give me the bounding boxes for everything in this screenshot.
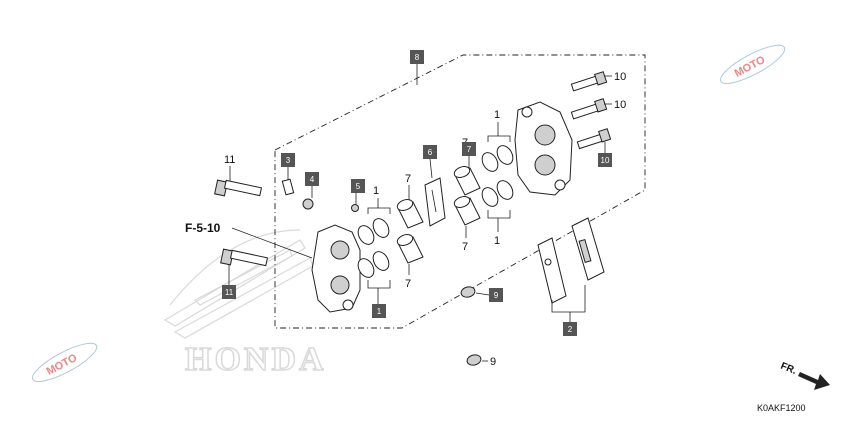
moto-watermark-bottom-text: MOTO [45, 352, 80, 378]
callout-10-bottom[interactable]: 10 [598, 153, 612, 167]
callout-10-middle[interactable]: 10 [614, 99, 626, 111]
svg-text:1: 1 [377, 307, 382, 316]
callout-3[interactable]: 3 [281, 153, 295, 167]
svg-text:4: 4 [310, 175, 315, 184]
svg-text:3: 3 [286, 156, 291, 165]
callout-7-upper-right[interactable]: 7 [462, 142, 476, 156]
piston-lower-right [453, 196, 481, 226]
caliper-assembly-boundary [274, 54, 646, 329]
callout-9-upper[interactable]: 9 [489, 288, 503, 302]
bolt-11-bottom [220, 248, 269, 267]
piston-lower-left [396, 234, 424, 264]
small-plug [351, 204, 359, 212]
callout-11-top[interactable]: 11 [224, 154, 235, 166]
callout-4[interactable]: 4 [305, 172, 319, 186]
seal-group-lower-right [481, 180, 514, 207]
callout-2[interactable]: 2 [563, 322, 577, 336]
piston-upper-left [396, 199, 424, 229]
bolt-10-top [570, 71, 612, 92]
pad-spring [424, 177, 446, 227]
seal-group-lower-left [357, 251, 390, 278]
moto-watermark-bottom: MOTO [31, 342, 98, 382]
callout-6[interactable]: 6 [423, 145, 437, 159]
piston-upper-right [453, 166, 481, 196]
brake-pad-outer [571, 217, 605, 281]
arrow-right-icon [798, 372, 830, 390]
callout-1-upper-left[interactable]: 1 [373, 185, 379, 197]
callout-10-top[interactable]: 10 [614, 71, 626, 83]
seal-group-upper-right [481, 145, 514, 172]
reference-f-5-10[interactable]: F-5-10 [185, 221, 221, 235]
diagram-code: K0AKF1200 [757, 403, 806, 413]
front-direction-label: FR. [779, 361, 798, 377]
svg-text:10: 10 [601, 156, 610, 165]
caliper-body-left [311, 224, 361, 313]
callout-5[interactable]: 5 [351, 179, 365, 193]
callout-7-lower-right[interactable]: 7 [462, 241, 468, 253]
svg-text:9: 9 [494, 291, 499, 300]
cap-9-lower [466, 354, 482, 366]
callout-1-lower-right[interactable]: 1 [494, 235, 500, 247]
reference-leader [231, 227, 313, 259]
callout-1-upper-right[interactable]: 1 [494, 109, 500, 121]
callout-9-lower[interactable]: 9 [490, 356, 496, 368]
svg-text:11: 11 [225, 288, 234, 297]
honda-wordmark: HONDA [185, 341, 327, 378]
svg-text:5: 5 [356, 182, 361, 191]
honda-wing-logo [163, 229, 314, 339]
callout-7-lower-left[interactable]: 7 [405, 278, 411, 290]
callout-11-bottom[interactable]: 11 [222, 285, 236, 299]
bleeder-screw [281, 178, 295, 196]
cap-9-upper [460, 286, 476, 298]
brake-pad-inner [537, 237, 567, 304]
moto-watermark-top: MOTO [719, 44, 786, 84]
front-direction-indicator: FR. [779, 361, 830, 390]
moto-watermark-top-text: MOTO [733, 54, 768, 80]
honda-watermark: HONDA [163, 229, 327, 379]
bolt-11-top [214, 179, 263, 197]
callout-1-lower-left[interactable]: 1 [372, 304, 386, 318]
svg-text:6: 6 [428, 148, 433, 157]
callout-8[interactable]: 8 [410, 50, 424, 85]
svg-text:7: 7 [467, 145, 472, 154]
bolt-10-middle [570, 98, 612, 120]
callout-7-upper-left[interactable]: 7 [405, 173, 411, 185]
seal-group-upper-left [357, 218, 390, 245]
svg-text:8: 8 [415, 53, 420, 62]
bolt-10-bottom [576, 128, 612, 153]
bleeder-cap [302, 198, 314, 210]
svg-text:2: 2 [568, 325, 573, 334]
caliper-body-right [514, 101, 573, 196]
